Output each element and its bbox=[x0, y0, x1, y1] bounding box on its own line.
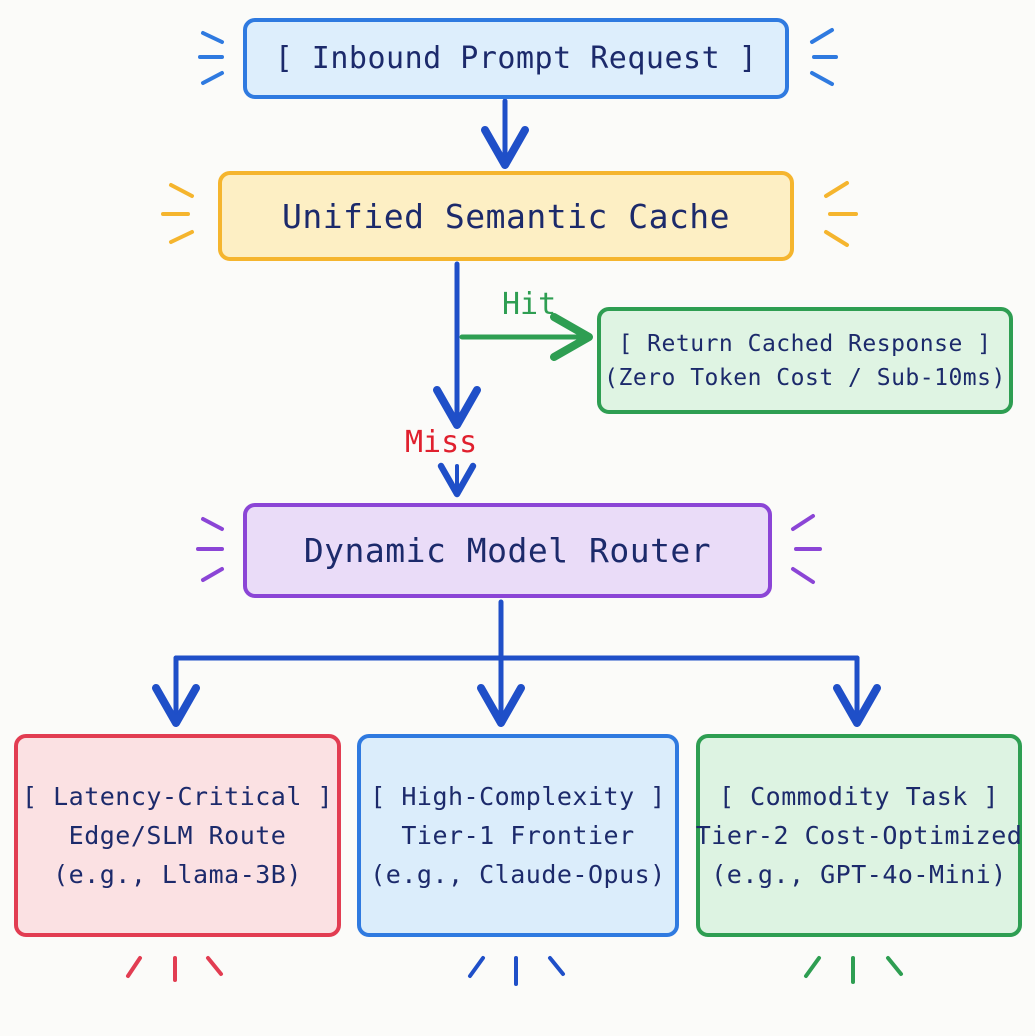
high-complexity-title: [ High-Complexity ] bbox=[370, 782, 666, 811]
high-complexity-route: Tier-1 Frontier bbox=[401, 821, 635, 850]
semantic-cache-node: Unified Semantic Cache bbox=[218, 171, 794, 261]
semantic-cache-label: Unified Semantic Cache bbox=[281, 196, 731, 236]
emphasis-marks-commodity bbox=[804, 956, 903, 984]
commodity-task-node: [ Commodity Task ] Tier-2 Cost-Optimized… bbox=[696, 734, 1022, 937]
latency-critical-route: Edge/SLM Route bbox=[68, 821, 287, 850]
high-complexity-example: (e.g., Claude-Opus) bbox=[370, 860, 666, 889]
latency-critical-title: [ Latency-Critical ] bbox=[21, 782, 334, 811]
commodity-task-example: (e.g., GPT-4o-Mini) bbox=[711, 860, 1007, 889]
emphasis-marks-complexity bbox=[468, 956, 565, 986]
emphasis-marks-inbound bbox=[198, 28, 838, 86]
inbound-request-label: [ Inbound Prompt Request ] bbox=[274, 41, 758, 76]
cached-response-node: [ Return Cached Response ] (Zero Token C… bbox=[597, 307, 1013, 414]
commodity-task-title: [ Commodity Task ] bbox=[719, 782, 999, 811]
latency-critical-node: [ Latency-Critical ] Edge/SLM Route (e.g… bbox=[14, 734, 341, 937]
emphasis-marks-latency bbox=[126, 956, 223, 982]
cached-response-title: [ Return Cached Response ] bbox=[618, 330, 992, 357]
latency-critical-example: (e.g., Llama-3B) bbox=[53, 860, 302, 889]
emphasis-marks-cache bbox=[161, 181, 858, 247]
emphasis-marks-router bbox=[196, 514, 822, 584]
cached-response-detail: (Zero Token Cost / Sub-10ms) bbox=[604, 364, 1006, 391]
commodity-task-route: Tier-2 Cost-Optimized bbox=[695, 821, 1023, 850]
model-router-node: Dynamic Model Router bbox=[243, 503, 772, 598]
high-complexity-node: [ High-Complexity ] Tier-1 Frontier (e.g… bbox=[357, 734, 679, 937]
hit-label: Hit bbox=[502, 287, 557, 322]
miss-label: Miss bbox=[405, 425, 478, 460]
model-router-label: Dynamic Model Router bbox=[303, 531, 712, 570]
inbound-request-node: [ Inbound Prompt Request ] bbox=[243, 18, 789, 99]
